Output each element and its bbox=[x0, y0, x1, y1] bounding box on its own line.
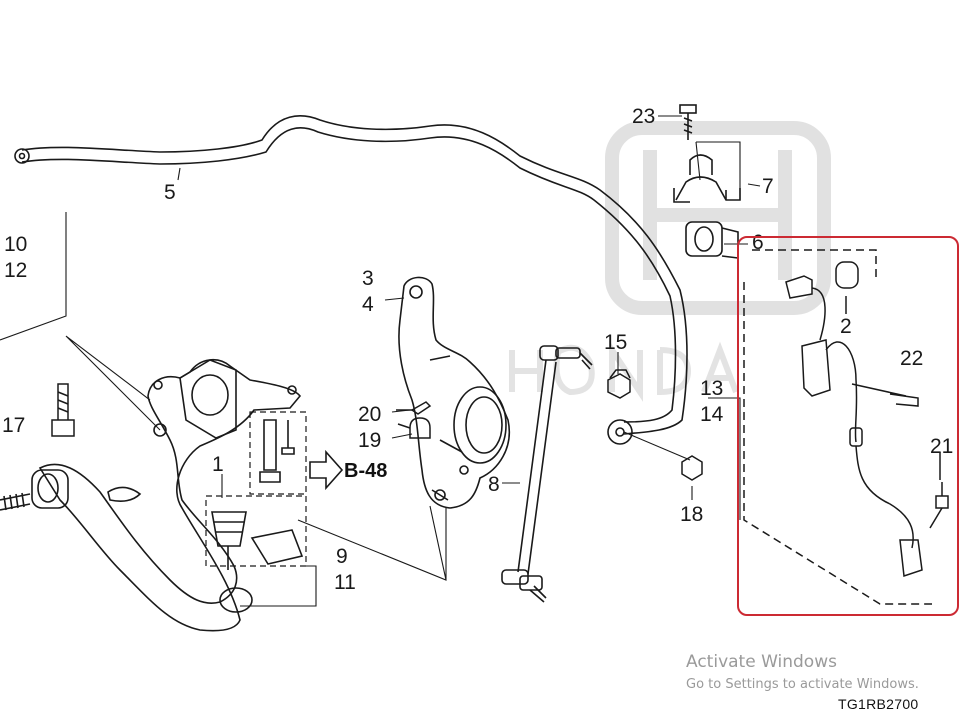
callout-18: 18 bbox=[680, 503, 704, 526]
callout-10: 10 bbox=[4, 233, 28, 256]
callout-22: 22 bbox=[900, 347, 924, 370]
lower-arm bbox=[0, 359, 304, 632]
callout-3: 3 bbox=[362, 267, 374, 290]
reference-label: B-48 bbox=[344, 460, 388, 482]
callout-17: 17 bbox=[2, 414, 26, 437]
callout-1: 1 bbox=[212, 453, 224, 476]
callout-19: 19 bbox=[358, 429, 382, 452]
reference-arrow bbox=[309, 449, 344, 491]
callout-9: 9 bbox=[336, 545, 348, 568]
callout-23: 23 bbox=[632, 105, 656, 128]
callout-2: 2 bbox=[840, 315, 852, 338]
knuckle-small-parts bbox=[396, 401, 432, 439]
wheel-speed-sensor bbox=[743, 249, 949, 605]
activation-overlay-title: Activate Windows bbox=[686, 652, 837, 672]
highlight-box bbox=[737, 236, 959, 616]
callout-4: 4 bbox=[362, 293, 374, 316]
callout-12: 12 bbox=[4, 259, 28, 282]
callout-7: 7 bbox=[762, 175, 774, 198]
steering-knuckle bbox=[398, 276, 511, 509]
callout-8: 8 bbox=[488, 473, 500, 496]
diagram-code: TG1RB2700 bbox=[838, 696, 919, 712]
stabilizer-link bbox=[501, 345, 593, 603]
stabilizer-bar bbox=[14, 115, 688, 445]
callout-5: 5 bbox=[164, 181, 176, 204]
leader-lines bbox=[0, 115, 761, 607]
callout-15: 15 bbox=[604, 331, 628, 354]
callout-6: 6 bbox=[752, 231, 764, 254]
activation-overlay-subtitle: Go to Settings to activate Windows. bbox=[686, 677, 919, 692]
callout-13: 13 bbox=[700, 377, 724, 400]
watermark-logo bbox=[605, 121, 831, 315]
stabilizer-bushing-assembly bbox=[673, 104, 741, 259]
fasteners bbox=[51, 369, 703, 481]
callout-14: 14 bbox=[700, 403, 724, 426]
dashed-group-lines bbox=[205, 411, 307, 567]
callout-20: 20 bbox=[358, 403, 382, 426]
callout-11: 11 bbox=[334, 571, 356, 594]
callout-21: 21 bbox=[930, 435, 954, 458]
